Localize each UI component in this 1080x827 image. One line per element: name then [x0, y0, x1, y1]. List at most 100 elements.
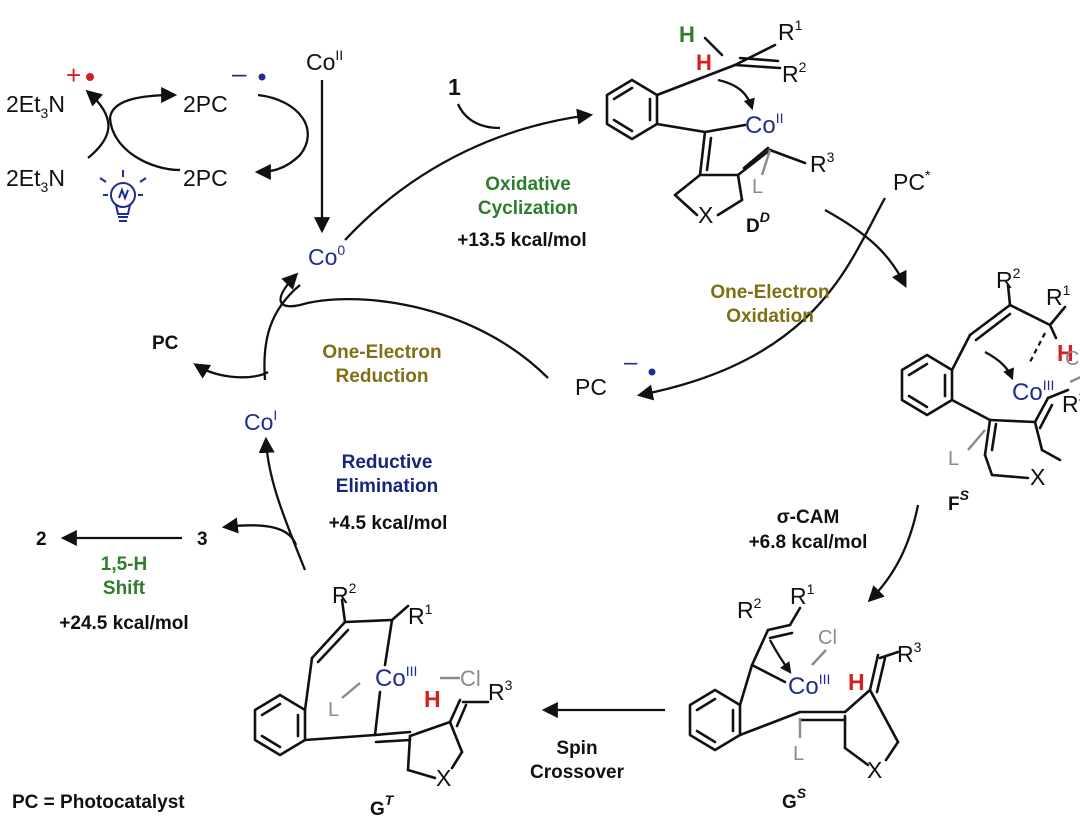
bond	[1069, 376, 1080, 384]
r2-gs: R2	[737, 595, 762, 623]
bond	[448, 698, 462, 724]
r2-f: R2	[996, 265, 1021, 293]
bond	[983, 453, 994, 477]
bond	[1008, 303, 1052, 327]
bond	[1048, 305, 1067, 327]
bond	[907, 362, 929, 377]
h-red-f: H	[1057, 340, 1074, 366]
bond	[316, 628, 350, 664]
bond	[878, 650, 900, 660]
r3-f: R3	[1062, 389, 1080, 417]
h-red-gs: H	[848, 669, 865, 695]
r1-gs: R1	[790, 581, 815, 609]
intermediate-gs: R2 R1 CoIII Cl H R3 L X GS	[688, 581, 922, 813]
bond	[374, 738, 412, 744]
r3-gs: R3	[897, 639, 922, 667]
d-to-f-arrow	[824, 208, 907, 288]
bond	[655, 122, 707, 134]
minus-charge-right: –	[624, 349, 638, 376]
bond	[974, 312, 1012, 342]
co1-label: CoI	[244, 407, 277, 435]
et3n-oxidation-arrow	[85, 89, 110, 159]
label-f-s: FS	[948, 487, 970, 515]
pc-released-label: PC	[152, 333, 179, 354]
bond	[967, 429, 986, 451]
bond	[742, 146, 770, 170]
bond	[868, 653, 880, 692]
bond	[303, 656, 314, 712]
pc-radical-anion-right: PC	[575, 374, 607, 400]
x-gs: X	[867, 757, 882, 783]
product-3-release-arrow	[221, 517, 298, 546]
bond	[1033, 396, 1050, 424]
radical-dot-blue-right	[648, 368, 656, 376]
h-red-gt: H	[424, 686, 441, 712]
bond	[716, 198, 744, 217]
bond	[990, 422, 998, 452]
reagent-1-feed	[456, 103, 501, 130]
co-iii-f: CoIII	[1012, 377, 1054, 406]
cl-f: Cl	[1065, 348, 1080, 370]
label-d-d: DD	[746, 209, 770, 237]
intermediate-d: H H R1 R2 CoII R3 L X DD	[605, 17, 835, 237]
pc-release-arrow	[193, 363, 269, 379]
x-gt: X	[436, 765, 451, 791]
bond	[303, 733, 377, 742]
r2-gt: R2	[332, 580, 357, 608]
bond	[705, 136, 713, 172]
bond	[373, 730, 412, 737]
bond	[990, 473, 1030, 480]
bond	[673, 173, 702, 197]
agostic-arrow-f	[984, 350, 1014, 381]
cl-gt: Cl	[460, 666, 481, 691]
x-d: X	[698, 202, 713, 228]
bond	[738, 56, 780, 63]
sigma-cam-arrow	[867, 504, 920, 603]
pc-oxidation-arrow	[254, 93, 309, 181]
bond	[310, 620, 347, 660]
bond	[390, 604, 410, 622]
bond	[750, 663, 787, 684]
h-green: H	[679, 22, 695, 47]
co-iii-gt: CoIII	[375, 663, 417, 692]
r3-d: R3	[810, 149, 835, 177]
sigma-cam-label: σ-CAM	[777, 507, 840, 528]
co-iii-gs: CoIII	[788, 671, 830, 700]
r2-d: R2	[782, 59, 807, 87]
bond	[868, 688, 900, 744]
bond	[738, 710, 802, 737]
sigma-cam-energy: +6.8 kcal/mol	[749, 532, 868, 553]
bond	[736, 148, 772, 177]
et3n-radical-cation: 2Et3N	[6, 91, 65, 121]
bond	[673, 193, 699, 217]
co1-to-co0-arrow	[263, 284, 301, 381]
bond	[950, 333, 972, 372]
bond	[760, 149, 772, 176]
bond	[736, 173, 744, 202]
intermediate-gt: R2 R1 CoIII Cl L H R3 X GT	[253, 580, 513, 820]
bond	[455, 703, 468, 728]
bond	[983, 418, 992, 457]
bond	[383, 618, 394, 667]
ligand-l-gt: L	[328, 699, 339, 721]
bond	[1046, 388, 1070, 400]
oxidative-cyclization-arrow	[344, 108, 594, 241]
ligand-l-f: L	[948, 448, 959, 470]
r3-gt: R3	[488, 677, 513, 705]
pc-reduction-arrow	[108, 86, 181, 172]
h-transfer-arrow-d	[717, 78, 755, 111]
minus-charge: –	[232, 58, 247, 88]
bond	[695, 729, 717, 744]
oxidative-energy: +13.5 kcal/mol	[457, 230, 586, 251]
bond	[1029, 332, 1046, 363]
bond	[907, 394, 929, 409]
one-electron-oxidation-arrow	[636, 197, 887, 401]
bond	[884, 740, 900, 762]
bond	[450, 750, 464, 770]
